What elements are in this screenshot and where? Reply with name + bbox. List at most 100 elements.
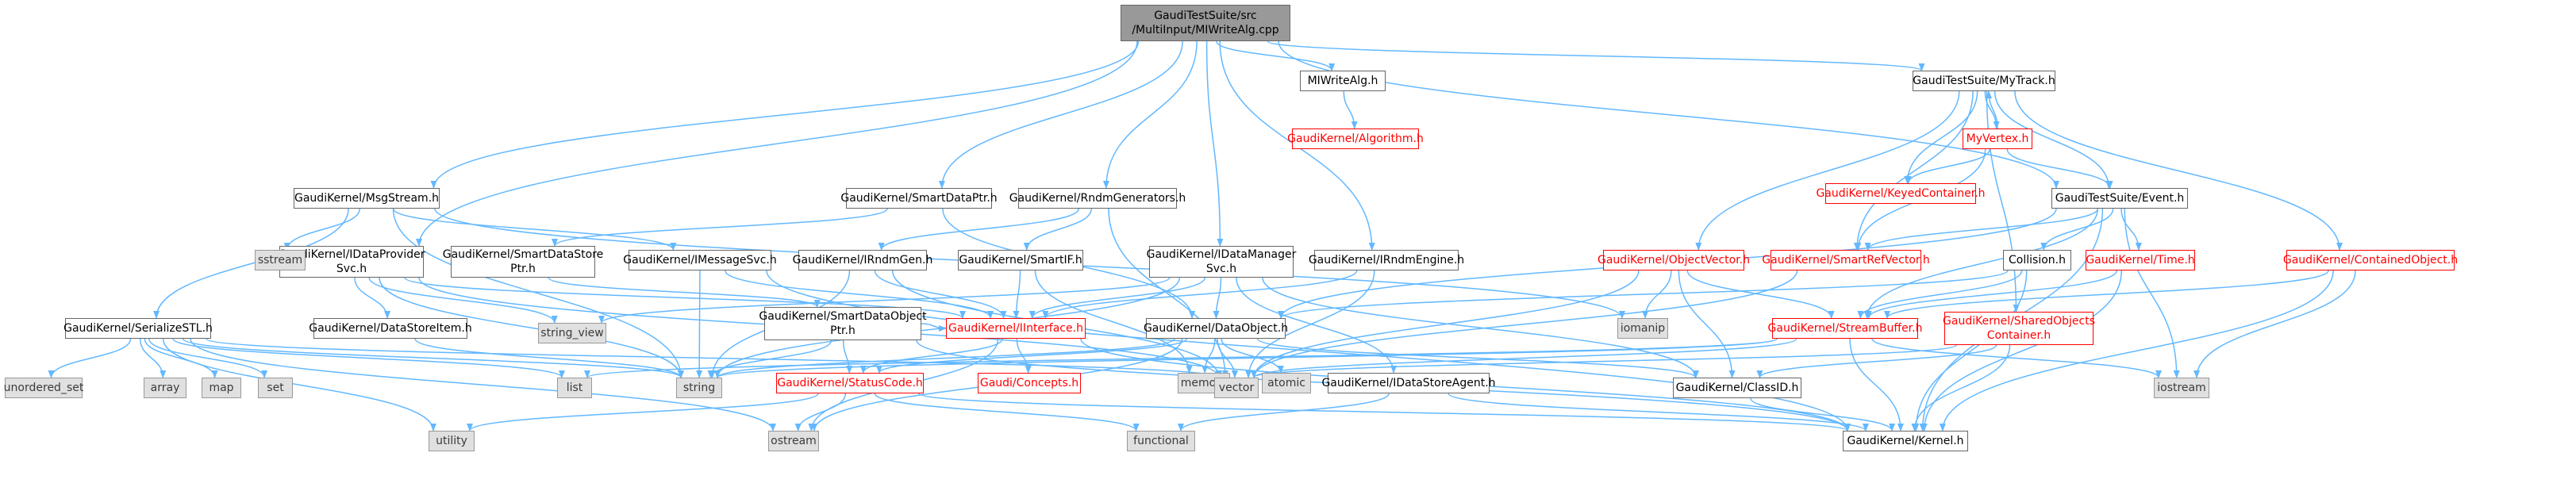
node-containedobject-h[interactable]: GaudiKernel/ContainedObject.h	[2283, 250, 2458, 270]
node-ostream: ostream	[768, 431, 819, 451]
edge-msgstream-h-to-serializestl-h	[153, 208, 349, 319]
edge-serializestl-h-to-vector	[206, 338, 1222, 378]
edge-datastoreitem-h-to-string	[414, 338, 684, 378]
node-time-h[interactable]: GaudiKernel/Time.h	[2086, 250, 2195, 270]
edge-irndmgen-h-to-iinterface-h	[874, 270, 1007, 319]
edge-mytrack-h-to-myvertex-h	[1984, 90, 2000, 129]
edge-serializestl-h-to-array	[139, 338, 167, 378]
edge-root-to-rndmgenerators-h	[1102, 40, 1198, 189]
edge-time-h-to-streambuffer-h	[1865, 270, 2117, 319]
edge-idatamanagersvc-h-to-classid-h	[1262, 277, 1699, 378]
node-classid-h[interactable]: GaudiKernel/ClassID.h	[1673, 378, 1801, 398]
edge-dataobject-h-to-atomic	[1221, 338, 1284, 374]
node-msgstream-h[interactable]: GaudiKernel/MsgStream.h	[294, 188, 440, 209]
edge-dataobject-h-to-classid-h	[1256, 338, 1699, 378]
edge-mytrack-h-to-containedobject-h	[2014, 90, 2343, 251]
node-myvertex-h[interactable]: MyVertex.h	[1963, 129, 2032, 149]
node-set: set	[258, 378, 293, 398]
node-statuscode-h[interactable]: GaudiKernel/StatusCode.h	[776, 373, 924, 393]
edge-idataprovidersvc-h-to-datastoreitem-h	[354, 277, 391, 319]
node-kernel-h[interactable]: GaudiKernel/Kernel.h	[1843, 431, 1968, 451]
node-smartdataobjectptr-h[interactable]: GaudiKernel/SmartDataObject Ptr.h	[759, 307, 927, 340]
edge-idatastoreagent-h-to-kernel-h	[1448, 393, 1869, 432]
edge-myvertex-h-to-event-h	[2006, 148, 2113, 189]
node-functional: functional	[1127, 431, 1195, 451]
edge-mytrack-h-to-event-h	[1994, 90, 2113, 189]
edge-serializestl-h-to-utility	[162, 338, 436, 432]
node-mytrack-h[interactable]: GaudiTestSuite/MyTrack.h	[1913, 71, 2055, 91]
node-string-view: string_view	[538, 323, 606, 343]
node-smartif-h[interactable]: GaudiKernel/SmartIF.h	[958, 250, 1083, 270]
edge-classid-h-to-kernel-h	[1750, 397, 1895, 432]
edge-miwritealg-h-to-algorithm-h	[1343, 90, 1358, 129]
node-idatastoreagent-h[interactable]: GaudiKernel/IDataStoreAgent.h	[1321, 373, 1496, 393]
edge-smartdataptr-h-to-smartdatastoreptr-h	[552, 208, 888, 247]
node-irndmengine-h[interactable]: GaudiKernel/IRndmEngine.h	[1309, 250, 1464, 270]
node-dataobject-h[interactable]: GaudiKernel/DataObject.h	[1144, 318, 1288, 339]
edge-streambuffer-h-to-vector	[1251, 338, 1797, 378]
edge-serializestl-h-to-ostream	[190, 338, 776, 432]
edge-sharedobjectscontainer-h-to-classid-h	[1756, 344, 1997, 378]
node-iomanip: iomanip	[1617, 318, 1668, 339]
node-imessagesvc-h[interactable]: GaudiKernel/IMessageSvc.h	[623, 250, 777, 270]
node-string: string	[676, 378, 722, 398]
edge-msgstream-h-to-sstream	[283, 208, 361, 251]
node-streambuffer-h[interactable]: GaudiKernel/StreamBuffer.h	[1768, 318, 1922, 339]
edge-sharedobjectscontainer-h-to-vector	[1251, 344, 1957, 378]
edge-root-to-smartdataptr-h	[938, 40, 1183, 189]
edge-idatamanagersvc-h-to-string-view	[598, 277, 1171, 324]
node-iinterface-h[interactable]: GaudiKernel/IInterface.h	[946, 318, 1086, 339]
node-event-h[interactable]: GaudiTestSuite/Event.h	[2051, 188, 2188, 209]
edge-rndmgenerators-h-to-smartif-h	[1023, 208, 1092, 251]
edge-containedobject-h-to-streambuffer-h	[1884, 270, 2329, 319]
node-atomic: atomic	[1262, 373, 1311, 393]
node-irndmgen-h[interactable]: GaudiKernel/IRndmGen.h	[793, 250, 932, 270]
edge-event-h-to-iostream	[2124, 208, 2180, 378]
edge-smartif-h-to-memory	[1034, 270, 1193, 374]
edge-root-to-event-h	[1278, 40, 2059, 189]
node-unordered-set: unordered_set	[4, 378, 83, 398]
node-array: array	[144, 378, 186, 398]
node-algorithm-h[interactable]: GaudiKernel/Algorithm.h	[1287, 129, 1424, 149]
node-objectvector-h[interactable]: GaudiKernel/ObjectVector.h	[1598, 250, 1750, 270]
node-serializestl-h[interactable]: GaudiKernel/SerializeSTL.h	[63, 318, 213, 339]
edge-serializestl-h-to-string	[182, 338, 684, 378]
node-map: map	[202, 378, 241, 398]
edge-event-h-to-streambuffer-h	[1863, 208, 2099, 319]
edge-containedobject-h-to-kernel-h	[1939, 270, 2334, 432]
edge-event-h-to-time-h	[2120, 208, 2142, 251]
edge-idataprovidersvc-h-to-string	[379, 277, 684, 378]
node-smartdataptr-h[interactable]: GaudiKernel/SmartDataPtr.h	[840, 188, 998, 209]
edge-idatastoreagent-h-to-functional	[1178, 393, 1390, 432]
edge-irndmengine-h-to-vector	[1245, 270, 1375, 378]
node-concepts-h[interactable]: Gaudi/Concepts.h	[978, 373, 1081, 393]
edge-imessagesvc-h-to-string	[696, 270, 703, 378]
edge-rndmgenerators-h-to-irndmgen-h	[878, 208, 1080, 251]
edge-collision-h-to-streambuffer-h	[1857, 270, 2023, 319]
edge-serializestl-h-to-map	[144, 338, 218, 378]
edge-streambuffer-h-to-iostream	[1871, 338, 2162, 378]
node-miwritealg-h[interactable]: MIWriteAlg.h	[1300, 71, 1386, 91]
edge-myvertex-h-to-mytrack-h	[1986, 90, 1998, 129]
edge-idataprovidersvc-h-to-iinterface-h	[404, 277, 966, 319]
node-root[interactable]: GaudiTestSuite/src /MultiInput/MIWriteAl…	[1121, 5, 1290, 41]
edge-dataobject-h-to-statuscode-h	[876, 338, 1187, 374]
node-keyedcontainer-h[interactable]: GaudiKernel/KeyedContainer.h	[1816, 183, 1986, 204]
node-smartrefvector-h[interactable]: GaudiKernel/SmartRefVector.h	[1762, 250, 1930, 270]
node-smartdatastoreptr-h[interactable]: GaudiKernel/SmartDataStore Ptr.h	[443, 246, 603, 278]
node-utility: utility	[429, 431, 475, 451]
edge-imessagesvc-h-to-kernel-h	[766, 270, 1851, 432]
edge-dataobject-h-to-memory	[1201, 338, 1216, 374]
edge-event-h-to-collision-h	[2040, 208, 2114, 251]
edge-smartdatastoreptr-h-to-smartdataobjectptr-h	[548, 277, 821, 308]
node-idatamanagersvc-h[interactable]: GaudiKernel/IDataManager Svc.h	[1147, 246, 1296, 278]
edge-collision-h-to-kernel-h	[1913, 270, 2028, 432]
node-datastoreitem-h[interactable]: GaudiKernel/DataStoreItem.h	[309, 318, 472, 339]
edge-smartdataobjectptr-h-to-iinterface-h	[921, 323, 947, 332]
node-rndmgenerators-h[interactable]: GaudiKernel/RndmGenerators.h	[1009, 188, 1186, 209]
node-collision-h[interactable]: Collision.h	[2003, 250, 2071, 270]
edge-root-to-idataprovidersvc-h	[416, 40, 1138, 247]
edge-irndmengine-h-to-iinterface-h	[1042, 270, 1358, 319]
node-sharedobjectscontainer-h[interactable]: GaudiKernel/SharedObjects Container.h	[1943, 312, 2095, 345]
edge-containedobject-h-to-iostream	[2193, 270, 2356, 378]
